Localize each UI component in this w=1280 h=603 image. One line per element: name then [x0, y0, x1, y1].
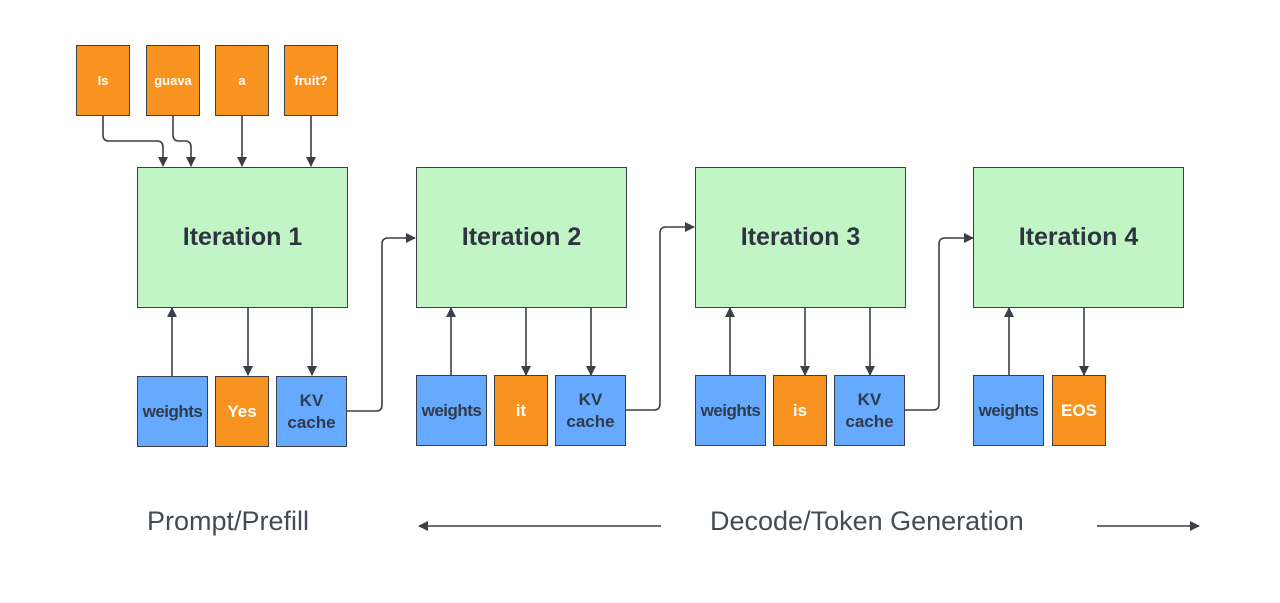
output-token-yes: Yes — [215, 376, 269, 447]
iteration-3-box: Iteration 3 — [695, 167, 906, 308]
arrow-is-to-iter1 — [102, 116, 168, 167]
output-token-it: it — [494, 375, 548, 446]
arrow-guava-to-iter1 — [172, 116, 196, 167]
kv-cache-label-cache: cache — [566, 411, 615, 431]
weights-box-1: weights — [137, 376, 208, 447]
prompt-token-guava: guava — [146, 45, 200, 116]
kv-cache-label-kv: KV — [857, 389, 882, 409]
output-token-eos: EOS — [1052, 375, 1106, 446]
iteration-1-box: Iteration 1 — [137, 167, 348, 308]
kv-cache-label-cache: cache — [287, 412, 336, 432]
iteration-4-box: Iteration 4 — [973, 167, 1184, 308]
decode-phase-label: Decode/Token Generation — [710, 506, 1024, 536]
weights-box-4: weights — [973, 375, 1044, 446]
arrow-kv3-to-iter4 — [905, 233, 974, 411]
kv-cache-label-kv: KV — [578, 389, 603, 409]
output-token-is: is — [773, 375, 827, 446]
prefill-phase-label: Prompt/Prefill — [147, 506, 310, 536]
prompt-token-a: a — [215, 45, 269, 116]
kv-cache-label-kv: KV — [299, 390, 324, 410]
weights-box-3: weights — [695, 375, 766, 446]
arrow-kv2-to-iter3 — [626, 222, 695, 411]
iteration-2-box: Iteration 2 — [416, 167, 627, 308]
prompt-token-fruit: fruit? — [284, 45, 338, 116]
prompt-token-is: Is — [76, 45, 130, 116]
arrow-kv1-to-iter2 — [347, 233, 416, 412]
weights-box-2: weights — [416, 375, 487, 446]
kv-cache-label-cache: cache — [845, 411, 894, 431]
